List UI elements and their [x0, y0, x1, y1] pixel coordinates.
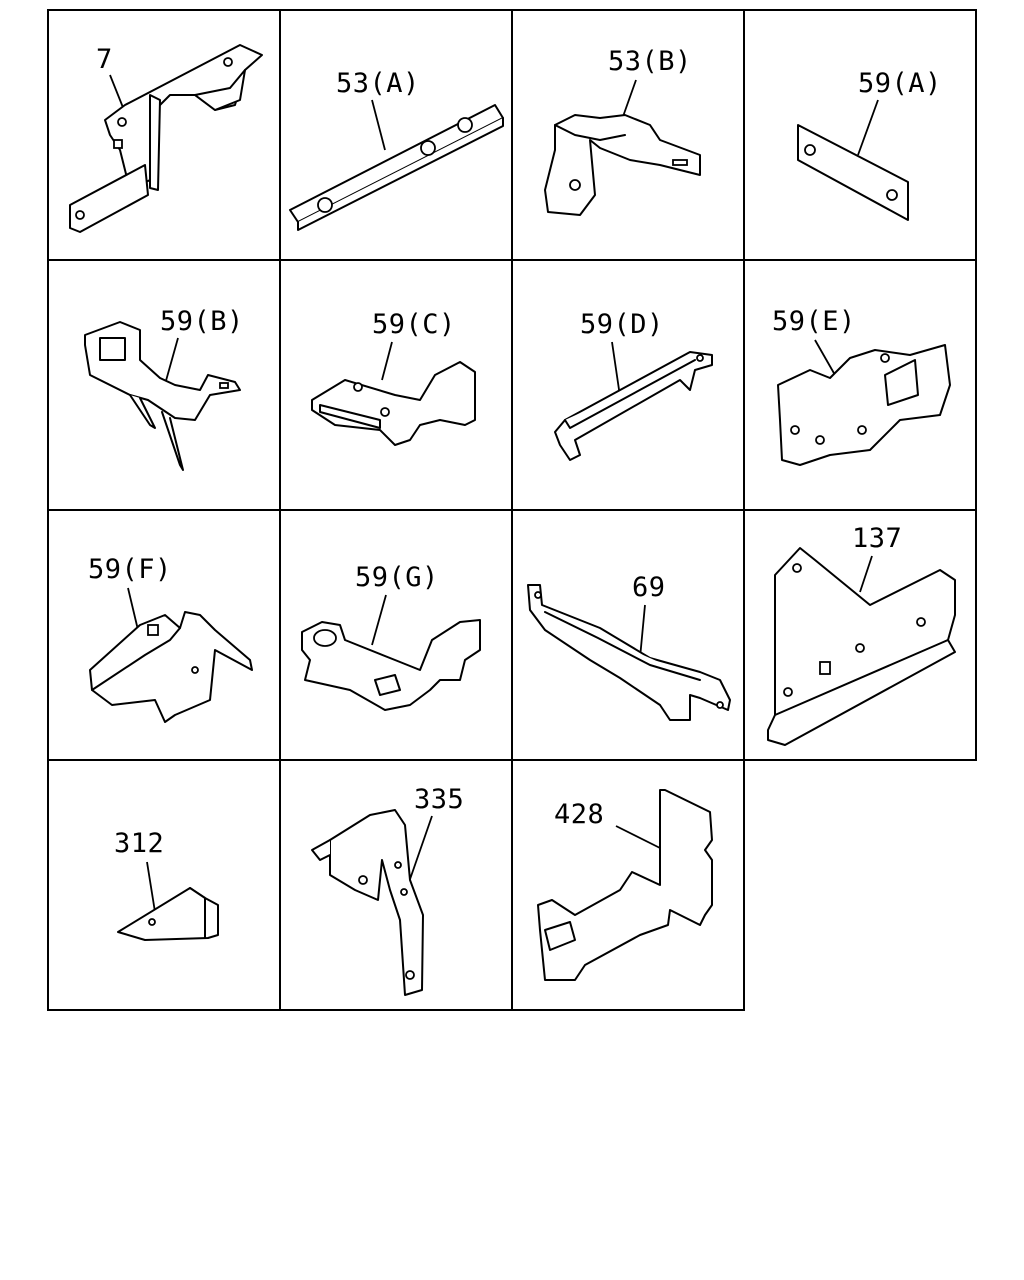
part-cell-7[interactable]: 7	[47, 9, 281, 261]
part-label: 53(A)	[336, 68, 420, 99]
part-cell-59e[interactable]: 59(E)	[743, 259, 977, 511]
part-label: 59(E)	[772, 306, 856, 337]
part-cell-59c[interactable]: 59(C)	[279, 259, 513, 511]
part-cell-69[interactable]: 69	[511, 509, 745, 761]
bracket-59b-drawing	[84, 321, 241, 471]
bracket-335-drawing	[311, 809, 424, 996]
part-label: 53(B)	[608, 46, 692, 77]
part-label: 312	[114, 828, 164, 859]
bracket-7-drawing	[69, 44, 263, 233]
part-label: 428	[554, 799, 604, 830]
part-cell-59a[interactable]: 59(A)	[743, 9, 977, 261]
part-label: 59(C)	[372, 309, 456, 340]
part-label: 59(B)	[160, 306, 244, 337]
bracket-53b-drawing	[544, 114, 701, 216]
part-cell-137[interactable]: 137	[743, 509, 977, 761]
bracket-312-drawing	[117, 887, 219, 941]
part-label: 335	[414, 784, 464, 815]
part-label: 59(A)	[858, 68, 942, 99]
plate-53a-drawing	[289, 104, 504, 231]
part-label: 59(F)	[88, 554, 172, 585]
part-label: 59(D)	[580, 309, 664, 340]
bracket-428-drawing	[537, 789, 713, 981]
bracket-59g-drawing	[301, 619, 481, 711]
part-cell-59d[interactable]: 59(D)	[511, 259, 745, 511]
part-label: 137	[852, 523, 902, 554]
bracket-59e-drawing	[777, 344, 951, 466]
bracket-137-drawing	[767, 547, 956, 746]
plate-59a-drawing	[797, 124, 909, 221]
bracket-59d-drawing	[554, 351, 713, 461]
part-cell-53a[interactable]: 53(A)	[279, 9, 513, 261]
part-label: 69	[632, 572, 666, 603]
part-cell-59g[interactable]: 59(G)	[279, 509, 513, 761]
part-cell-59f[interactable]: 59(F)	[47, 509, 281, 761]
bracket-59f-drawing	[89, 611, 253, 723]
bracket-59c-drawing	[311, 361, 476, 446]
part-cell-335[interactable]: 335	[279, 759, 513, 1011]
part-cell-428[interactable]: 428	[511, 759, 745, 1011]
part-cell-312[interactable]: 312	[47, 759, 281, 1011]
part-label: 59(G)	[355, 562, 439, 593]
part-label: 7	[96, 44, 113, 75]
bracket-69-drawing	[527, 584, 731, 721]
part-cell-53b[interactable]: 53(B)	[511, 9, 745, 261]
part-cell-59b[interactable]: 59(B)	[47, 259, 281, 511]
